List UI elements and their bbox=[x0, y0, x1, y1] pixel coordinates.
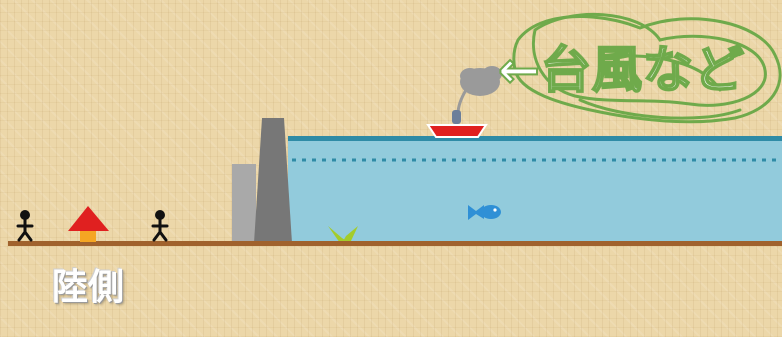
ground-line bbox=[8, 241, 782, 246]
sea bbox=[288, 136, 782, 243]
person-icon bbox=[153, 210, 167, 240]
typhoon-label: ←台風など bbox=[498, 38, 745, 102]
person-icon bbox=[18, 210, 32, 240]
seawall-icon bbox=[232, 118, 292, 243]
boat-icon bbox=[428, 110, 486, 137]
land-side-label: 陸側 bbox=[52, 262, 124, 314]
smoke-icon bbox=[458, 66, 502, 114]
house-icon bbox=[68, 206, 109, 242]
